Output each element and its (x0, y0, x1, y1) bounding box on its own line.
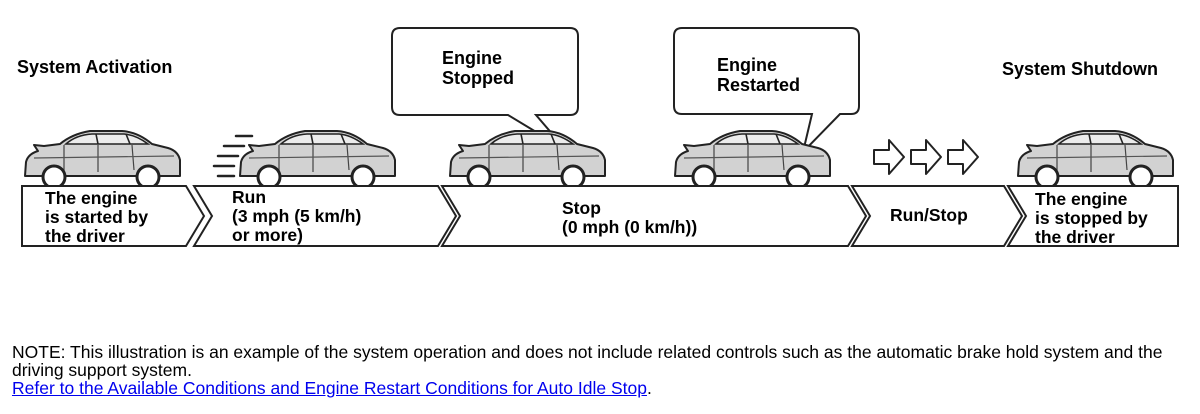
stage-engine-stop-shape (1006, 185, 1179, 247)
stage-engine-stop: The engine is stopped by the driver (1035, 189, 1148, 247)
stage-engine-start-shape (21, 185, 206, 247)
stage-engine-start-line-1: The engine (45, 188, 138, 208)
callout-engine-stopped: Engine Stopped (391, 27, 579, 151)
stage-run-line-1: Run (232, 187, 266, 207)
system-shutdown-label: System Shutdown (1002, 59, 1158, 79)
stage-stop-line-1: Stop (562, 198, 601, 218)
car-icon (238, 129, 397, 190)
stage-engine-stop-line-1: The engine (1035, 189, 1128, 209)
stage-run-shape (192, 185, 458, 247)
stage-engine-stop-line-2: is stopped by (1035, 208, 1148, 228)
note-link-suffix: . (646, 378, 652, 398)
stage-run-line-3: or more) (232, 225, 303, 245)
speed-lines-icon (212, 134, 254, 178)
right-arrow-icon (910, 139, 942, 175)
car-icon (448, 129, 607, 190)
car-icon (1016, 129, 1175, 190)
stage-run-stop: Run/Stop (890, 205, 968, 225)
note-text: NOTE: This illustration is an example of… (12, 342, 1163, 380)
callout-engine-restarted: Engine Restarted (673, 27, 860, 156)
stage-engine-stop-line-3: the driver (1035, 227, 1115, 247)
stage-stop-shape (440, 185, 868, 247)
callout-engine-stopped-line-2: Stopped (442, 68, 514, 88)
note-block: NOTE: This illustration is an example of… (12, 343, 1182, 397)
stage-engine-start-line-2: is started by (45, 207, 148, 227)
stage-run-stop-shape (850, 185, 1024, 247)
stage-engine-start: The engine is started by the driver (45, 188, 148, 246)
right-arrow-icon (947, 139, 979, 175)
stage-run: Run (3 mph (5 km/h) or more) (232, 187, 361, 245)
car-icon (23, 129, 182, 190)
stage-stop-line-2: (0 mph (0 km/h)) (562, 217, 697, 237)
conditions-link[interactable]: Refer to the Available Conditions and En… (12, 378, 647, 398)
stage-run-stop-line-1: Run/Stop (890, 205, 968, 225)
system-activation-label: System Activation (17, 57, 172, 77)
stage-band (21, 185, 1179, 247)
callout-engine-stopped-line-1: Engine (442, 48, 502, 68)
auto-idle-stop-diagram: System Activation System Shutdown Engine… (17, 27, 1179, 247)
stage-run-line-2: (3 mph (5 km/h) (232, 206, 361, 226)
callout-engine-restarted-line-1: Engine (717, 55, 777, 75)
callout-engine-restarted-line-2: Restarted (717, 75, 800, 95)
right-arrow-icon (873, 139, 905, 175)
stage-engine-start-line-3: the driver (45, 226, 125, 246)
stage-stop: Stop (0 mph (0 km/h)) (562, 198, 697, 237)
